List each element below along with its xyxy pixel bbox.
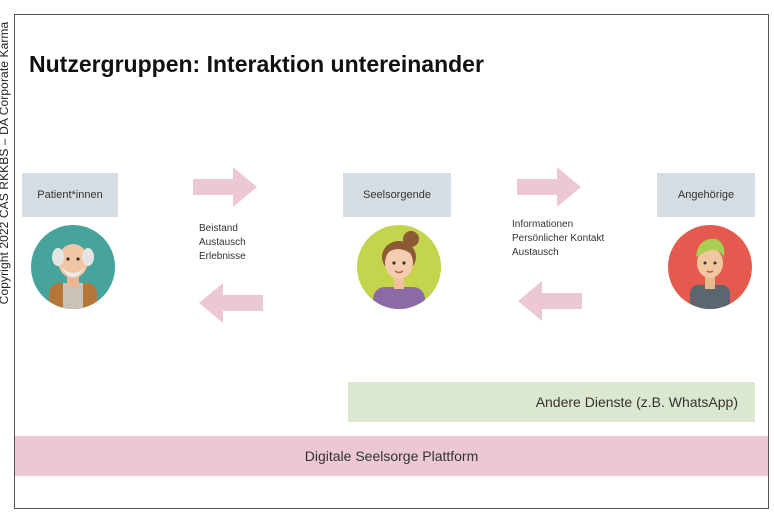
slide-title: Nutzergruppen: Interaktion untereinander [29,51,484,77]
note-item: Austausch [512,247,559,258]
copyright-text: Copyright 2022 CAS RKKBS – DA Corporate … [0,21,11,305]
note-item: Beistand [199,223,238,234]
chaplain-avatar [357,225,441,309]
arrow-left-icon [199,283,263,323]
note-item: Austausch [199,237,246,248]
slide: Nutzergruppen: Interaktion untereinander… [14,14,769,509]
note-item: Erlebnisse [199,251,246,262]
label-patients: Patient*innen [22,173,118,217]
platform-bar: Digitale Seelsorge Plattform [15,436,768,476]
patient-avatar [31,225,115,309]
copyright-notice: Copyright 2022 CAS RKKBS – DA Corporate … [0,0,13,330]
arrow-right-icon [193,167,257,207]
other-services-label: Andere Dienste (z.B. WhatsApp) [535,394,738,410]
label-chaplains: Seelsorgende [343,173,451,217]
note-item: Informationen [512,219,574,230]
arrow-right-icon [517,167,581,207]
note-item: Persönlicher Kontakt [512,233,605,244]
arrow-left-icon [518,281,582,321]
label-relatives: Angehörige [657,173,755,217]
interaction-note-right: Informationen Persönlicher Kontakt Austa… [512,218,604,260]
interaction-note-left: Beistand Austausch Erlebnisse [199,222,246,264]
relative-avatar [668,225,752,309]
other-services-bar: Andere Dienste (z.B. WhatsApp) [348,382,755,422]
platform-label: Digitale Seelsorge Plattform [304,448,479,464]
